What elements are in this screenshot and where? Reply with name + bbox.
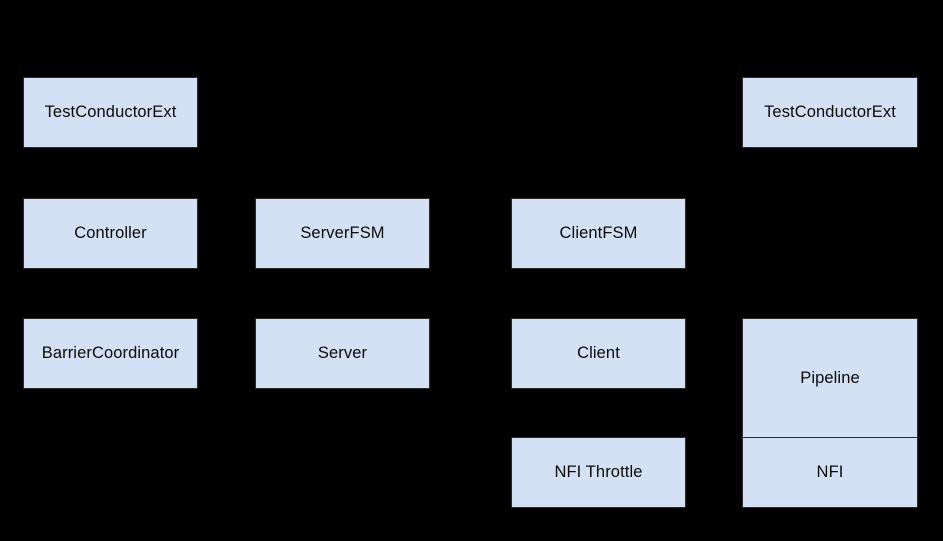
node-pipeline[interactable]: Pipeline xyxy=(743,319,917,437)
node-test-conductor-ext-left[interactable]: TestConductorExt xyxy=(23,77,198,148)
node-label: Pipeline xyxy=(800,368,860,387)
node-client[interactable]: Client xyxy=(511,318,686,389)
node-label: Server xyxy=(317,344,368,363)
node-barrier-coordinator[interactable]: BarrierCoordinator xyxy=(23,318,198,389)
node-nfi-throttle[interactable]: NFI Throttle xyxy=(511,437,686,508)
node-server-fsm[interactable]: ServerFSM xyxy=(255,198,430,269)
node-server[interactable]: Server xyxy=(255,318,430,389)
node-test-conductor-ext-right[interactable]: TestConductorExt xyxy=(742,77,918,148)
node-client-fsm[interactable]: ClientFSM xyxy=(511,198,686,269)
node-controller[interactable]: Controller xyxy=(23,198,198,269)
node-label: TestConductorExt xyxy=(764,103,896,122)
node-label: ServerFSM xyxy=(300,224,385,243)
node-label: TestConductorExt xyxy=(44,103,177,122)
node-label: BarrierCoordinator xyxy=(41,344,180,363)
node-label: Client xyxy=(577,344,620,363)
node-label: ClientFSM xyxy=(559,224,638,243)
node-nfi[interactable]: NFI xyxy=(743,437,917,507)
node-pipeline-nfi-stack: Pipeline NFI xyxy=(742,318,918,508)
node-label: NFI Throttle xyxy=(554,463,643,482)
node-label: Controller xyxy=(74,224,147,243)
node-label: NFI xyxy=(816,463,844,482)
